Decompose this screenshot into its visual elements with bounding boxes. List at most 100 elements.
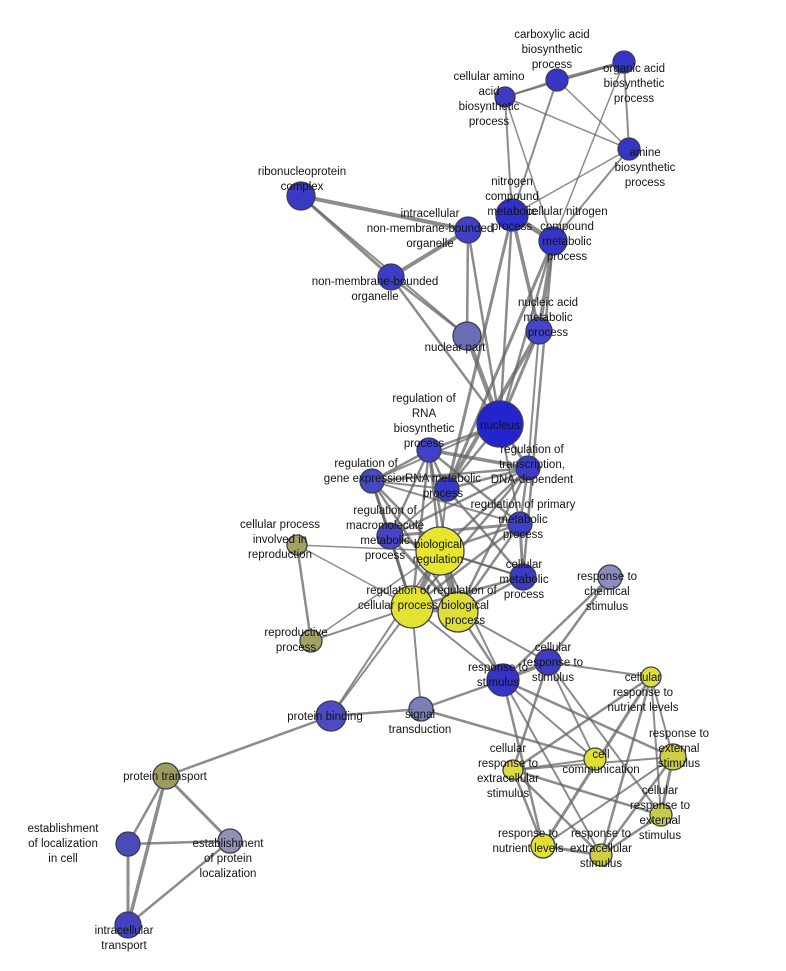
edge-cell-communication--cellular-response-to-extracellular-stimulus[interactable] bbox=[512, 758, 596, 771]
node-cellular-response-to-stimulus[interactable] bbox=[534, 648, 562, 676]
node-regulation-of-transcription-dna-dependent[interactable] bbox=[515, 455, 541, 481]
node-regulation-of-macromolecule-metabolic-process[interactable] bbox=[376, 522, 404, 550]
edge-rna-metabolic-process--cellular-metabolic-process[interactable] bbox=[445, 487, 525, 579]
node-non-membrane-bounded-organelle[interactable] bbox=[377, 263, 405, 291]
node-protein-transport[interactable] bbox=[152, 762, 180, 790]
edge-protein-binding--regulation-of-cellular-process[interactable] bbox=[330, 606, 413, 717]
node-protein-binding[interactable] bbox=[315, 700, 347, 732]
edge-establishment-of-localization-in-cell--establishment-of-protein-localization[interactable] bbox=[126, 839, 232, 846]
node-nucleic-acid-metabolic-process[interactable] bbox=[525, 317, 553, 345]
edge-cellular-response-to-nutrient-levels--cellular-response-to-extracellular-stimulus[interactable] bbox=[511, 675, 653, 772]
edge-ribonucleoprotein-complex--intracellular-non-membrane-bounded-organelle[interactable] bbox=[299, 194, 470, 232]
node-establishment-of-protein-localization[interactable] bbox=[217, 828, 243, 854]
node-regulation-of-rna-biosynthetic-process[interactable] bbox=[416, 437, 442, 463]
edge-non-membrane-bounded-organelle--nucleus[interactable] bbox=[389, 275, 502, 426]
node-cellular-response-to-nutrient-levels[interactable] bbox=[640, 666, 662, 688]
node-nuclear-part[interactable] bbox=[452, 321, 482, 351]
node-nitrogen-compound-metabolic-process[interactable] bbox=[495, 198, 529, 232]
edge-cellular-response-to-extracellular-stimulus--response-to-extracellular-stimulus[interactable] bbox=[511, 768, 603, 857]
edge-cellular-response-to-extracellular-stimulus--response-to-nutrient-levels[interactable] bbox=[511, 768, 545, 848]
edge-cellular-nitrogen-compound-metabolic-process--rna-metabolic-process[interactable] bbox=[445, 239, 555, 491]
edge-cellular-amino-acid-biosynthetic-process--nitrogen-compound-metabolic-process[interactable] bbox=[504, 96, 513, 216]
edge-protein-binding--protein-transport[interactable] bbox=[164, 714, 333, 778]
edge-response-to-external-stimulus--response-to-nutrient-levels[interactable] bbox=[542, 756, 674, 847]
edge-intracellular-non-membrane-bounded-organelle--nuclear-part[interactable] bbox=[465, 228, 470, 338]
node-ribonucleoprotein-complex[interactable] bbox=[286, 181, 316, 211]
edge-protein-transport--intracellular-transport[interactable] bbox=[126, 774, 168, 927]
edge-nitrogen-compound-metabolic-process--nucleus[interactable] bbox=[498, 213, 514, 426]
node-response-to-chemical-stimulus[interactable] bbox=[597, 564, 623, 590]
edge-cellular-response-to-stimulus--cellular-response-to-nutrient-levels[interactable] bbox=[547, 661, 652, 678]
edge-protein-binding--biological-regulation[interactable] bbox=[330, 550, 441, 717]
edge-regulation-of-transcription-dna-dependent--regulation-of-biological-process[interactable] bbox=[456, 466, 530, 614]
node-cell-communication[interactable] bbox=[583, 747, 607, 771]
edge-cellular-response-to-stimulus--response-to-chemical-stimulus[interactable] bbox=[546, 575, 612, 664]
edge-regulation-of-transcription-dna-dependent--rna-metabolic-process[interactable] bbox=[445, 466, 530, 491]
node-cellular-response-to-external-stimulus[interactable] bbox=[649, 803, 673, 827]
node-cellular-nitrogen-compound-metabolic-process[interactable] bbox=[538, 226, 568, 256]
edge-response-to-stimulus--cell-communication[interactable] bbox=[502, 679, 596, 760]
edge-response-to-extracellular-stimulus--cellular-response-to-external-stimulus[interactable] bbox=[599, 813, 663, 857]
edge-nucleic-acid-metabolic-process--regulation-of-transcription-dna-dependent[interactable] bbox=[527, 330, 540, 469]
edge-carboxylic-acid-biosynthetic-process--nitrogen-compound-metabolic-process[interactable] bbox=[511, 79, 558, 216]
edge-cellular-process-involved-in-reproduction--reproductive-process[interactable] bbox=[295, 543, 313, 643]
node-reproductive-process[interactable] bbox=[299, 629, 323, 653]
edge-cellular-amino-acid-biosynthetic-process--amine-biosynthetic-process[interactable] bbox=[504, 96, 630, 150]
node-response-to-nutrient-levels[interactable] bbox=[530, 833, 556, 859]
node-intracellular-non-membrane-bounded-organelle[interactable] bbox=[454, 216, 482, 244]
edge-regulation-of-rna-biosynthetic-process--regulation-of-macromolecule-metabolic-process[interactable] bbox=[388, 448, 431, 538]
edge-cellular-response-to-nutrient-levels--response-to-external-stimulus[interactable] bbox=[650, 676, 674, 758]
edge-response-to-stimulus--response-to-chemical-stimulus[interactable] bbox=[501, 575, 612, 682]
node-signal-transduction[interactable] bbox=[408, 696, 434, 722]
node-cellular-amino-acid-biosynthetic-process[interactable] bbox=[494, 86, 516, 108]
node-cellular-response-to-extracellular-stimulus[interactable] bbox=[502, 759, 524, 781]
edge-amine-biosynthetic-process--nitrogen-compound-metabolic-process[interactable] bbox=[511, 148, 630, 216]
edge-organic-acid-biosynthetic-process--cellular-nitrogen-compound-metabolic-process[interactable] bbox=[552, 61, 625, 242]
edge-carboxylic-acid-biosynthetic-process--amine-biosynthetic-process[interactable] bbox=[556, 79, 630, 150]
edge-organic-acid-biosynthetic-process--amine-biosynthetic-process[interactable] bbox=[623, 61, 630, 150]
node-intracellular-transport[interactable] bbox=[114, 911, 142, 939]
edge-intracellular-non-membrane-bounded-organelle--non-membrane-bounded-organelle[interactable] bbox=[389, 228, 470, 279]
node-establishment-of-localization-in-cell[interactable] bbox=[115, 831, 141, 857]
edge-regulation-of-primary-metabolic-process--regulation-of-cellular-process[interactable] bbox=[410, 522, 522, 609]
node-regulation-of-primary-metabolic-process[interactable] bbox=[507, 511, 533, 537]
edge-cellular-response-to-nutrient-levels--response-to-extracellular-stimulus[interactable] bbox=[599, 675, 653, 857]
node-cellular-metabolic-process[interactable] bbox=[509, 563, 537, 591]
edge-response-to-external-stimulus--response-to-extracellular-stimulus[interactable] bbox=[599, 755, 675, 857]
node-response-to-stimulus[interactable] bbox=[486, 663, 520, 697]
edge-reproductive-process--biological-regulation[interactable] bbox=[310, 550, 441, 642]
node-regulation-of-cellular-process[interactable] bbox=[390, 585, 434, 629]
edge-cellular-response-to-stimulus--cellular-response-to-extracellular-stimulus[interactable] bbox=[511, 660, 550, 772]
node-response-to-extracellular-stimulus[interactable] bbox=[589, 843, 613, 867]
node-cellular-process-involved-in-reproduction[interactable] bbox=[286, 534, 308, 556]
edge-nitrogen-compound-metabolic-process--nucleic-acid-metabolic-process[interactable] bbox=[510, 213, 541, 333]
edge-cellular-process-involved-in-reproduction--regulation-of-cellular-process[interactable] bbox=[296, 544, 413, 608]
node-biological-regulation[interactable] bbox=[415, 526, 465, 576]
edge-cellular-amino-acid-biosynthetic-process--cellular-nitrogen-compound-metabolic-process[interactable] bbox=[504, 96, 554, 242]
node-regulation-of-biological-process[interactable] bbox=[437, 591, 479, 633]
edge-cellular-response-to-stimulus--cell-communication[interactable] bbox=[547, 661, 596, 760]
edge-protein-transport--establishment-of-protein-localization[interactable] bbox=[164, 774, 232, 843]
edge-regulation-of-transcription-dna-dependent--regulation-of-gene-expression[interactable] bbox=[370, 466, 530, 483]
node-regulation-of-gene-expression[interactable] bbox=[359, 468, 385, 494]
edge-signal-transduction--cell-communication[interactable] bbox=[419, 707, 597, 761]
node-organic-acid-biosynthetic-process[interactable] bbox=[612, 50, 636, 74]
node-response-to-external-stimulus[interactable] bbox=[659, 743, 687, 771]
node-amine-biosynthetic-process[interactable] bbox=[617, 137, 641, 161]
edge-non-membrane-bounded-organelle--nuclear-part[interactable] bbox=[389, 275, 469, 338]
edge-regulation-of-gene-expression--regulation-of-biological-process[interactable] bbox=[370, 479, 460, 614]
edge-establishment-of-protein-localization--intracellular-transport[interactable] bbox=[126, 839, 232, 927]
node-carboxylic-acid-biosynthetic-process[interactable] bbox=[545, 68, 569, 92]
edge-regulation-of-macromolecule-metabolic-process--regulation-of-primary-metabolic-process[interactable] bbox=[388, 522, 522, 538]
edge-amine-biosynthetic-process--cellular-nitrogen-compound-metabolic-process[interactable] bbox=[552, 148, 630, 242]
node-nucleus[interactable] bbox=[476, 400, 524, 448]
edge-regulation-of-rna-biosynthetic-process--regulation-of-primary-metabolic-process[interactable] bbox=[427, 448, 522, 526]
node-rna-metabolic-process[interactable] bbox=[434, 476, 460, 502]
edge-cellular-response-to-stimulus--cellular-response-to-external-stimulus[interactable] bbox=[547, 661, 662, 816]
edge-cellular-response-to-nutrient-levels--cellular-response-to-external-stimulus[interactable] bbox=[650, 676, 662, 816]
edge-cellular-response-to-extracellular-stimulus--cellular-response-to-external-stimulus[interactable] bbox=[511, 768, 663, 817]
edge-regulation-of-rna-biosynthetic-process--regulation-of-transcription-dna-dependent[interactable] bbox=[427, 448, 530, 470]
